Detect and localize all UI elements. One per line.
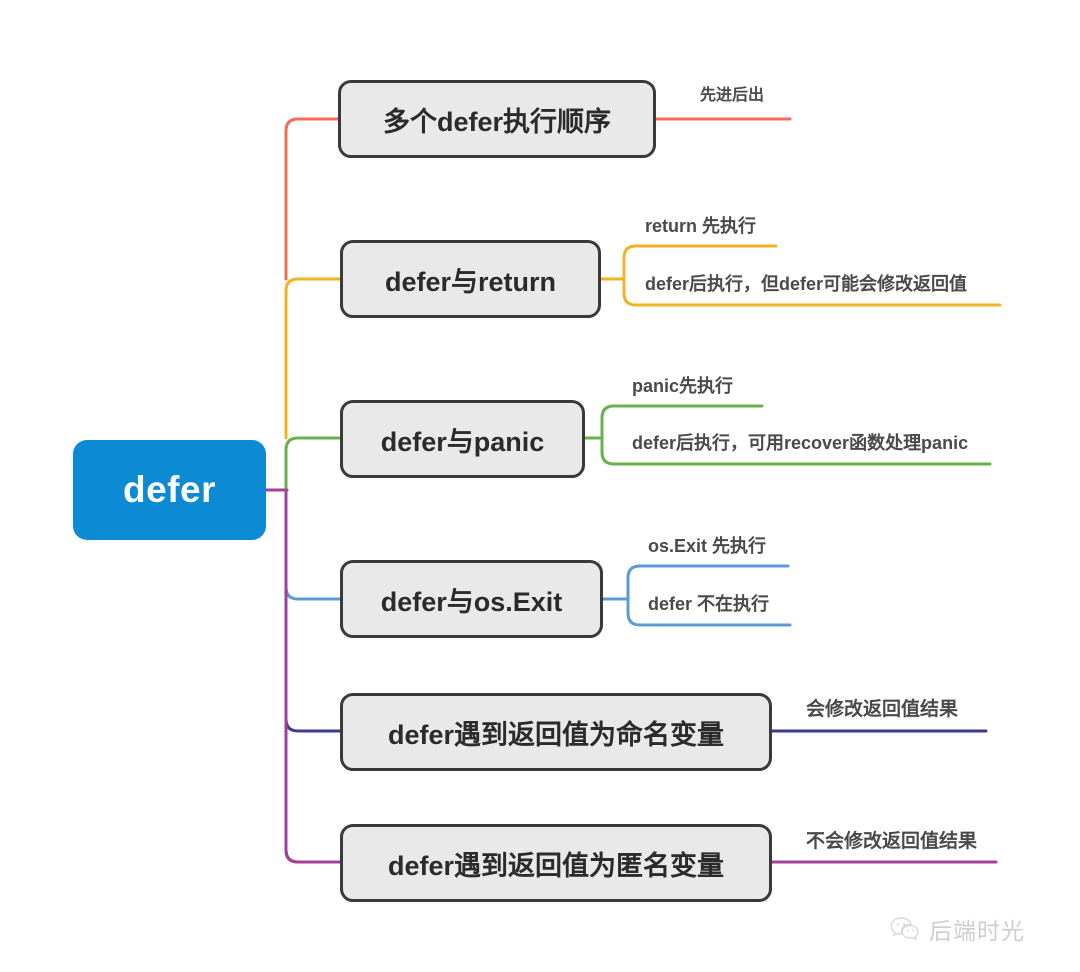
branch-node-label: defer与os.Exit [380, 586, 563, 617]
wechat-icon [890, 917, 919, 941]
leaf-label-defer-return-1: defer后执行，但defer可能会修改返回值 [645, 274, 968, 294]
watermark-label: 后端时光 [929, 918, 1025, 944]
root-node-label: defer [123, 469, 216, 510]
leaf-label-defer-order-0: 先进后出 [700, 87, 765, 104]
branch-node-defer-order[interactable]: 多个defer执行顺序 [338, 80, 656, 158]
connector-spine-defer-panic [284, 436, 342, 492]
branch-node-defer-named-var[interactable]: defer遇到返回值为命名变量 [340, 693, 772, 771]
leaf-label-defer-anon-var-0: 不会修改返回值结果 [806, 831, 978, 852]
watermark: 后端时光 [890, 912, 1025, 946]
branch-node-defer-panic[interactable]: defer与panic [340, 400, 585, 478]
connector-spine-defer-osexit [284, 488, 342, 601]
leaf-label-defer-osexit-1: defer 不在执行 [648, 594, 770, 614]
leaf-label-defer-named-var-0: 会修改返回值结果 [806, 699, 959, 720]
leaf-label-defer-panic-0: panic先执行 [632, 376, 734, 396]
branch-node-defer-osexit[interactable]: defer与os.Exit [340, 560, 603, 638]
connector-trunk-lower [284, 488, 342, 864]
connector-spine-defer-named-var [284, 597, 342, 733]
leaf-label-defer-return-0: return 先执行 [645, 216, 757, 236]
connector-spine-defer-return [284, 277, 342, 440]
branch-node-label: 多个defer执行顺序 [382, 106, 612, 137]
branch-node-defer-anon-var[interactable]: defer遇到返回值为匿名变量 [340, 824, 772, 902]
connector-spine-defer-order [284, 117, 340, 281]
leaf-label-defer-panic-1: defer后执行，可用recover函数处理panic [632, 433, 969, 453]
branch-node-label: defer与panic [380, 426, 545, 457]
leaf-label-defer-osexit-0: os.Exit 先执行 [648, 536, 767, 556]
root-node-defer[interactable]: defer [73, 440, 266, 540]
connector-spine-defer-anon-var [284, 729, 342, 864]
branch-node-label: defer遇到返回值为匿名变量 [387, 850, 725, 881]
branch-node-defer-return[interactable]: defer与return [340, 240, 601, 318]
branch-node-label: defer遇到返回值为命名变量 [387, 719, 725, 750]
branch-node-label: defer与return [384, 266, 557, 297]
